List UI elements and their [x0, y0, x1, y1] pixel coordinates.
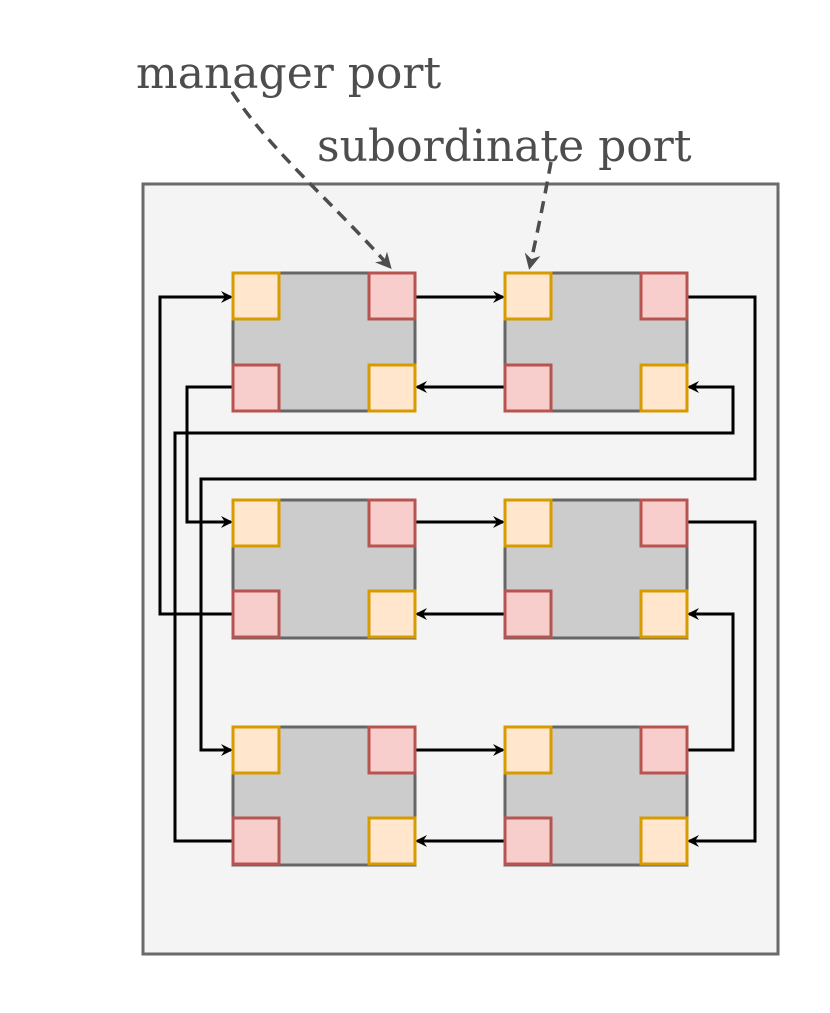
- subordinate-port: [503, 271, 553, 321]
- subordinate-port: [503, 498, 553, 548]
- manager-port-label: manager port: [136, 48, 441, 99]
- manager-port: [503, 589, 553, 639]
- manager-port: [503, 816, 553, 866]
- subordinate-port: [503, 725, 553, 775]
- subordinate-port: [231, 271, 281, 321]
- manager-port: [639, 498, 689, 548]
- manager-port-callout: [230, 91, 392, 269]
- subordinate-port-label: subordinate port: [317, 121, 692, 172]
- subordinate-port: [639, 589, 689, 639]
- manager-port: [231, 363, 281, 413]
- manager-port: [639, 725, 689, 775]
- manager-port: [367, 725, 417, 775]
- subordinate-port: [367, 363, 417, 413]
- manager-port: [367, 271, 417, 321]
- subordinate-port: [367, 816, 417, 866]
- manager-port: [231, 589, 281, 639]
- subordinate-port-callout: [524, 161, 553, 270]
- manager-port: [231, 816, 281, 866]
- manager-port: [367, 498, 417, 548]
- subordinate-port: [231, 725, 281, 775]
- interconnect-wires: [158, 291, 757, 847]
- subordinate-port: [367, 589, 417, 639]
- subordinate-port: [639, 816, 689, 866]
- manager-port: [503, 363, 553, 413]
- subordinate-port: [231, 498, 281, 548]
- manager-port: [639, 271, 689, 321]
- subordinate-port: [639, 363, 689, 413]
